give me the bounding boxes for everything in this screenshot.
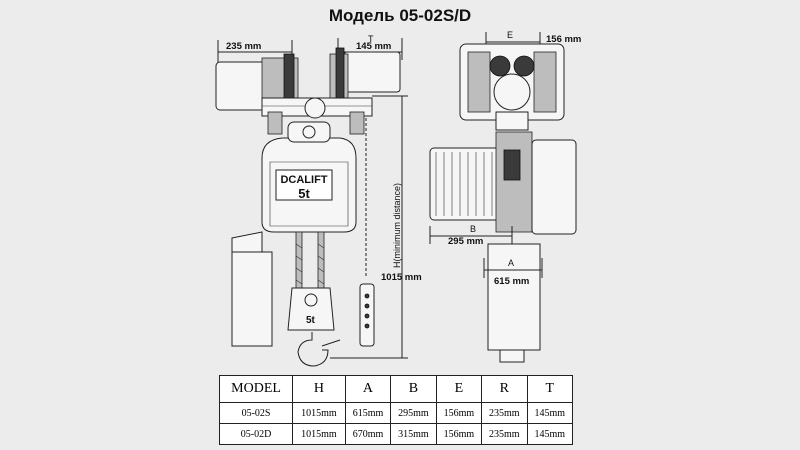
side-beam-clamp: [493, 73, 531, 111]
header-t: T: [526, 375, 573, 403]
side-contactor: [503, 149, 521, 181]
table-row: 05-02D 1015mm 670mm 315mm 156mm 235mm 14…: [218, 423, 573, 445]
cell-h: 1015mm: [292, 423, 346, 445]
dim-b-label: 295 mm: [448, 236, 483, 247]
chain-bag-body: [231, 251, 273, 347]
beam-clamp: [304, 97, 326, 119]
page-title: Модель 05-02S/D: [328, 6, 472, 25]
spec-table-header: MODEL H A B E R T: [218, 375, 573, 403]
side-suspension: [495, 111, 529, 131]
cell-b: 295mm: [390, 402, 437, 424]
left-side-plate: [267, 111, 283, 135]
side-gear-housing: [495, 131, 533, 233]
capacity-label: 5t: [298, 186, 310, 201]
hook-block-pin: [304, 293, 318, 307]
dim-t-letter: T: [368, 34, 374, 44]
side-view: E 156 mm B 295 mm: [429, 30, 581, 363]
cell-b: 315mm: [390, 423, 437, 445]
suspension-pin: [302, 125, 316, 139]
cell-t: 145mm: [526, 423, 573, 445]
motor-fins: [435, 152, 493, 216]
brand-label: DCALIFT: [280, 174, 327, 186]
side-control-box: [531, 139, 577, 235]
dim-e-label: 156 mm: [546, 34, 581, 45]
side-wheel-left: [489, 55, 511, 77]
cell-r: 235mm: [481, 423, 528, 445]
header-h: H: [292, 375, 346, 403]
pendant-button-1: [364, 293, 370, 299]
right-trolley-motor: [343, 51, 401, 93]
cell-r: 235mm: [481, 402, 528, 424]
cell-t: 145mm: [526, 402, 573, 424]
cell-e: 156mm: [435, 423, 483, 445]
right-side-plate: [349, 111, 365, 135]
pendant-button-4: [364, 323, 370, 329]
left-trolley-motor: [215, 61, 267, 111]
cell-model: 05-02D: [218, 423, 294, 445]
cell-a: 670mm: [344, 423, 392, 445]
hook-latch: [321, 339, 341, 347]
side-hook-bottom: [499, 349, 525, 363]
header-e: E: [435, 375, 483, 403]
dim-e-letter: E: [507, 30, 513, 40]
side-trolley-left-plate: [467, 51, 491, 113]
cell-h: 1015mm: [292, 402, 346, 424]
front-view: 235 mm T 145 mm: [215, 34, 422, 367]
header-b: B: [390, 375, 437, 403]
cell-model: 05-02S: [218, 402, 294, 424]
spec-table: MODEL H A B E R T 05-02S 1015mm 615mm 29…: [218, 375, 573, 445]
dim-b-letter: B: [470, 224, 476, 234]
header-model: MODEL: [218, 375, 294, 403]
dim-h-caption: H(minimum distance): [392, 183, 402, 268]
side-trolley-right-plate: [533, 51, 557, 113]
dim-h-label: 1015 mm: [381, 272, 422, 283]
pendant-button-3: [364, 313, 370, 319]
pendant-button-2: [364, 303, 370, 309]
table-row: 05-02S 1015mm 615mm 295mm 156mm 235mm 14…: [218, 402, 573, 424]
dim-a-letter: A: [508, 258, 514, 268]
brand-plate: [275, 169, 333, 201]
dim-a-label: 615 mm: [494, 276, 529, 287]
hook-capacity-label: 5t: [306, 315, 316, 326]
hook-block: [287, 287, 335, 331]
side-wheel-right: [513, 55, 535, 77]
side-chain-bag: [487, 243, 541, 351]
dim-t-label: 145 mm: [356, 41, 391, 52]
hoist-body-inner: [269, 161, 349, 227]
side-motor: [429, 147, 501, 221]
hook: [297, 332, 329, 367]
header-a: A: [344, 375, 392, 403]
header-r: R: [481, 375, 528, 403]
dim-r-label: 235 mm: [226, 41, 261, 52]
cell-e: 156mm: [435, 402, 483, 424]
cell-a: 615mm: [344, 402, 392, 424]
